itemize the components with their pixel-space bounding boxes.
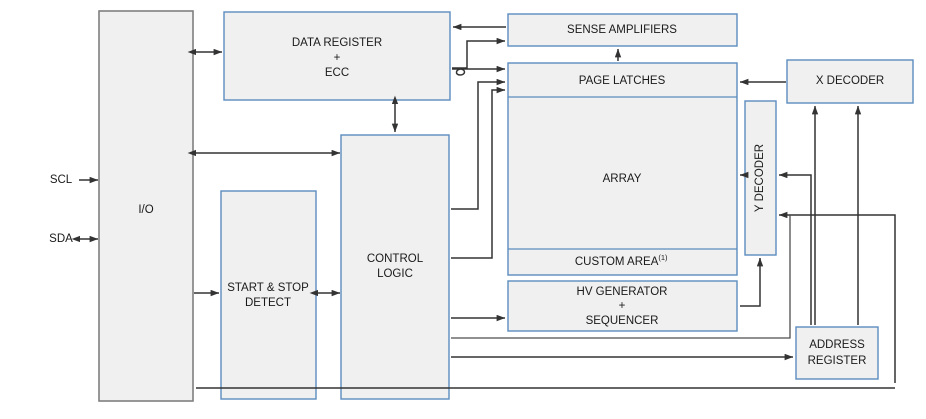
wire-data-register-to-sense-amplifiers [452, 37, 506, 69]
block-start-stop-detect[interactable]: START & STOP DETECT [220, 190, 317, 400]
block-control-logic[interactable]: CONTROL LOGIC [340, 134, 450, 400]
block-address-register[interactable]: ADDRESS REGISTER [795, 326, 879, 380]
block-custom-area-superscript: (1) [658, 253, 668, 262]
block-sense-amplifiers-label: SENSE AMPLIFIERS [567, 24, 677, 36]
block-array[interactable]: ARRAY [603, 173, 642, 185]
pin-scl-label: SCL [50, 174, 73, 186]
block-page-latches[interactable]: PAGE LATCHES [579, 75, 666, 87]
block-io[interactable]: I/O [98, 10, 194, 402]
wire-bus-to-y-decoder-lower [778, 211, 896, 383]
wire-address-register-to-y-decoder-upper [778, 171, 812, 325]
block-hv-generator-sequencer[interactable]: HV GENERATOR + SEQUENCER [507, 280, 738, 332]
block-custom-area-text: CUSTOM AREA(1) [552, 252, 683, 268]
wire-control-logic-to-page-latches [451, 78, 506, 210]
block-sense-amplifiers[interactable]: SENSE AMPLIFIERS [507, 13, 738, 47]
block-io-label: I/O [138, 204, 153, 216]
wire-control-logic-bus-mid [451, 215, 791, 339]
block-data-register-label: DATA REGISTER [292, 37, 382, 49]
block-sequencer-label: SEQUENCER [586, 315, 659, 327]
block-hv-plus: + [619, 300, 626, 312]
block-logic-label: LOGIC [377, 268, 413, 280]
block-array-label: ARRAY [603, 173, 642, 185]
block-start-stop-label: START & STOP [227, 282, 309, 294]
wire-data-register-to-page-latches [452, 65, 506, 76]
block-memory-stack [507, 62, 738, 276]
block-x-decoder[interactable]: X DECODER [786, 59, 914, 104]
block-detect-label: DETECT [245, 297, 291, 309]
wire-hv-generator-to-y-decoder [740, 257, 764, 307]
block-y-decoder-label: Y DECODER [754, 144, 766, 212]
block-control-label: CONTROL [367, 253, 424, 265]
block-address-label: ADDRESS [809, 339, 865, 351]
block-custom-area[interactable]: CUSTOM AREA(1) [552, 252, 683, 268]
block-data-register-ecc[interactable]: DATA REGISTER + ECC [223, 11, 451, 101]
block-x-decoder-label: X DECODER [816, 75, 884, 87]
pin-sda: SDA [49, 233, 99, 245]
block-data-register-ecc-label: ECC [325, 67, 349, 79]
pin-sda-label: SDA [49, 233, 73, 245]
block-data-register-plus: + [334, 52, 341, 64]
block-page-latches-label: PAGE LATCHES [579, 75, 666, 87]
block-register-label: REGISTER [808, 355, 867, 367]
block-y-decoder[interactable]: Y DECODER [744, 100, 777, 256]
pin-scl: SCL [50, 174, 99, 186]
wire-control-logic-to-array [451, 86, 506, 259]
block-custom-area-label: CUSTOM AREA [575, 256, 659, 268]
block-hv-generator-label: HV GENERATOR [577, 286, 668, 298]
